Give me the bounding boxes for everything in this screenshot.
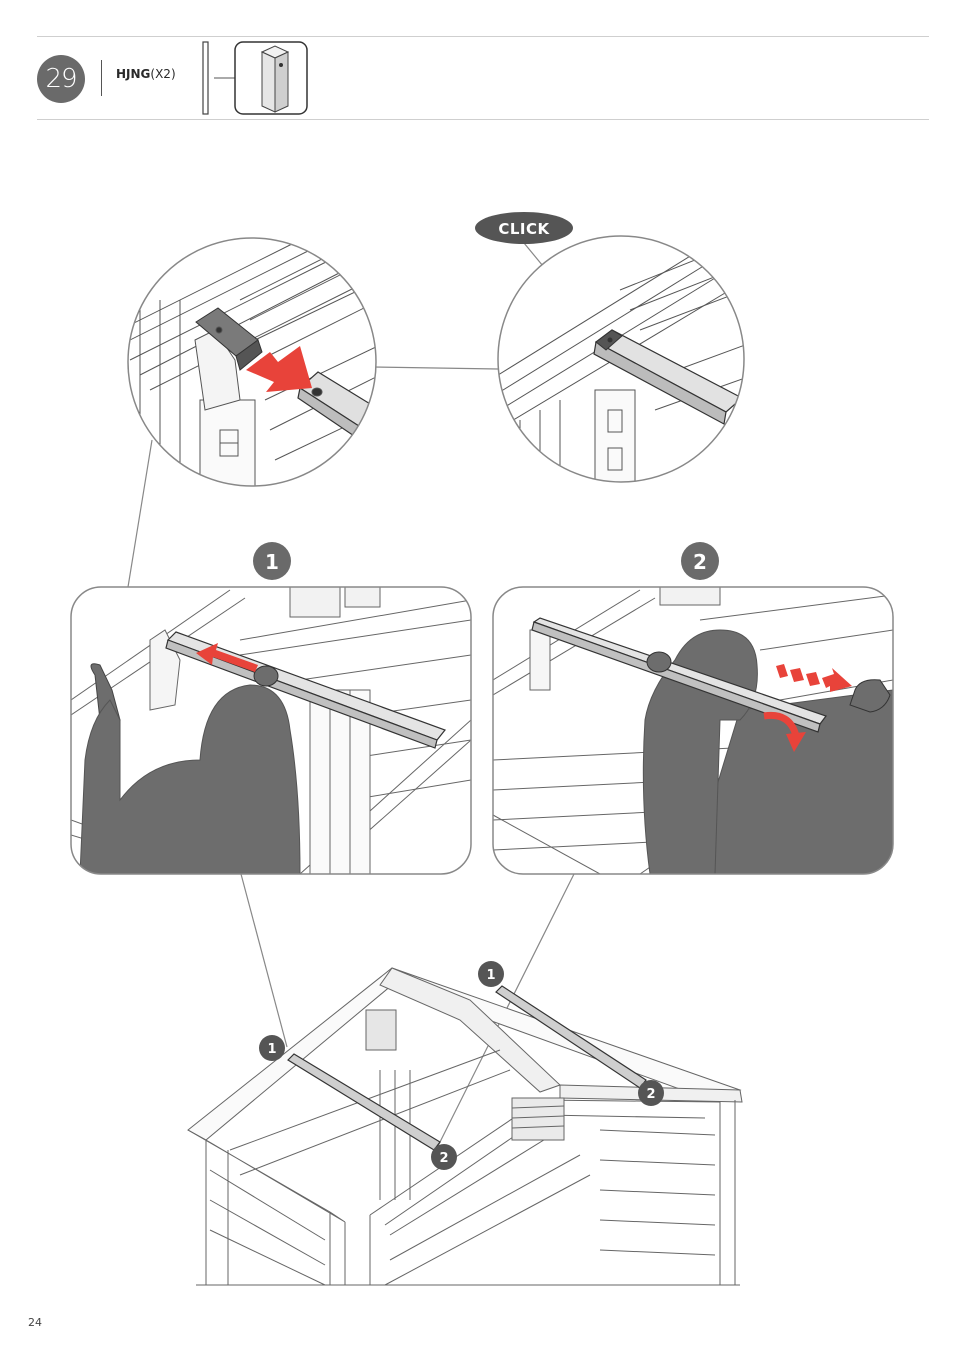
part-detail-icon — [235, 42, 307, 114]
detail-circle-click — [490, 236, 745, 485]
marker-one-left: 1 — [259, 1035, 285, 1061]
marker-one-right: 1 — [478, 961, 504, 987]
marker-two-left: 2 — [431, 1144, 457, 1170]
svg-text:2: 2 — [439, 1151, 448, 1166]
marker-two-right: 2 — [638, 1080, 664, 1106]
shed-overview — [188, 968, 742, 1285]
svg-text:1: 1 — [486, 968, 495, 983]
page-number: 24 — [28, 1316, 42, 1329]
click-label: CLICK — [498, 220, 550, 238]
part-bar-icon — [203, 42, 208, 114]
step-two-badge: 2 — [681, 542, 719, 580]
svg-text:2: 2 — [693, 550, 707, 574]
click-callout: CLICK — [475, 212, 573, 244]
svg-text:2: 2 — [646, 1087, 655, 1102]
detail-circle-insert — [120, 230, 380, 490]
step-one-panel — [71, 587, 471, 874]
svg-text:1: 1 — [267, 1042, 276, 1057]
step-one-badge: 1 — [253, 542, 291, 580]
step-two-panel — [493, 587, 893, 874]
svg-text:1: 1 — [265, 550, 279, 574]
